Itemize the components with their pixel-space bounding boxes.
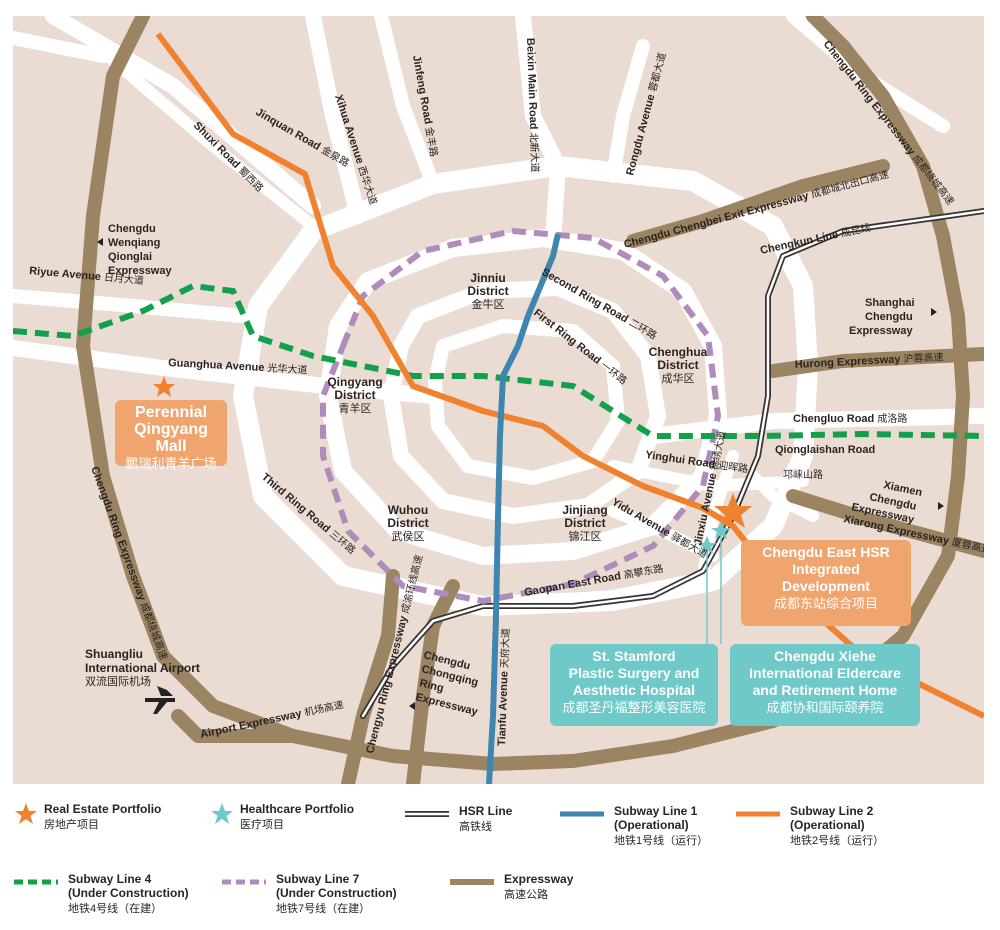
xihua-avenue [305, 16, 366, 224]
svg-text:District: District [387, 516, 428, 530]
arrow-right-icon [931, 308, 937, 316]
svg-text:锦江区: 锦江区 [569, 529, 602, 543]
line4-swatch [14, 879, 58, 885]
svg-text:Chengluo Road 成洛路: Chengluo Road 成洛路 [793, 412, 907, 425]
svg-text:Guanghua Avenue 光华大道: Guanghua Avenue 光华大道 [168, 356, 308, 376]
line7-swatch [222, 879, 266, 885]
shanghai-label: Shanghai [865, 297, 915, 309]
district-chenghua: Chenghua [649, 345, 708, 359]
subway-line-4 [13, 282, 984, 439]
road-label: Tianfu Avenue [496, 671, 511, 746]
arrow-left-icon [409, 702, 415, 710]
qionglaishan-road [747, 470, 819, 522]
map-canvas: Jinquan Road 金泉路 Shuxi Road 蜀西路 Xihua Av… [13, 16, 984, 784]
chengluo-road [645, 408, 984, 444]
legend-line1: Subway Line 1(Operational)地铁1号线（运行） [560, 804, 708, 848]
road-label: Chengluo Road [793, 413, 874, 425]
yinghui-road [607, 460, 809, 492]
city-map[interactable]: Jinquan Road 金泉路 Shuxi Road 蜀西路 Xihua Av… [13, 16, 984, 784]
hurong-expressway [766, 347, 984, 378]
svg-text:武侯区: 武侯区 [392, 529, 425, 543]
svg-text:Chengdu: Chengdu [865, 311, 913, 323]
healthcare-star-icon [211, 803, 233, 824]
svg-text:Tianfu Avenue 天府大道: Tianfu Avenue 天府大道 [495, 628, 512, 746]
district-qingyang: Qingyang [327, 375, 382, 389]
expressway-swatch [450, 879, 494, 885]
star-icon [15, 803, 37, 824]
shuxi-road [102, 50, 319, 232]
svg-text:International Airport: International Airport [85, 661, 200, 675]
svg-text:District: District [334, 388, 375, 402]
rongdu-avenue [606, 39, 650, 183]
callout-perennial-qingyang-mall[interactable]: Perennial Qingyang Mall 鹏瑞利青羊广场 [115, 400, 227, 471]
airplane-icon [145, 686, 175, 714]
subway-line-1 [486, 233, 561, 784]
callout-chengdu-xiehe-eldercare[interactable]: Chengdu Xiehe International Eldercare an… [730, 644, 920, 726]
arrow-left-icon [97, 238, 103, 246]
legend-line7: Subway Line 7(Under Construction)地铁7号线（在… [222, 872, 397, 916]
airport-expressway [171, 709, 300, 743]
svg-text:Ring: Ring [418, 677, 445, 695]
road-label: First Ring Road [531, 307, 603, 367]
healthcare-star-icon[interactable] [697, 536, 717, 554]
legend-line2: Subway Line 2(Operational)地铁2号线（运行） [736, 804, 884, 848]
svg-text:Hurong Expressway 沪蓉高速: Hurong Expressway 沪蓉高速 [794, 350, 943, 371]
svg-text:Wenqiang: Wenqiang [108, 237, 160, 249]
svg-text:青羊区: 青羊区 [339, 401, 372, 415]
jinquan-road [45, 16, 321, 214]
chengbei-exit-expressway [626, 159, 890, 248]
healthcare-star-icon[interactable] [711, 521, 731, 539]
road-label: Beixin Main Road [524, 38, 539, 130]
third-ring-road [233, 156, 818, 616]
svg-text:Chengdu: Chengdu [108, 223, 156, 235]
first-ring-road [383, 280, 666, 524]
road-label: Hurong Expressway [795, 353, 902, 371]
beixin-main-road [515, 16, 566, 249]
road-label: Qionglaishan Road [775, 444, 875, 456]
xiarong-expressway [786, 489, 984, 558]
svg-text:Chengdu Ring Expressway 成都绕城高速: Chengdu Ring Expressway 成都绕城高速 [88, 465, 170, 662]
star-icon[interactable] [714, 493, 752, 528]
road-label: Guanghua Avenue [168, 357, 265, 374]
district-jinjiang: Jinjiang [562, 503, 607, 517]
riyue-avenue [13, 289, 250, 323]
svg-text:Expressway: Expressway [108, 265, 172, 277]
district-wuhou: Wuhou [388, 503, 428, 517]
svg-text:Qionglai: Qionglai [108, 251, 152, 263]
svg-text:金牛区: 金牛区 [472, 297, 505, 311]
star-icon[interactable] [153, 376, 175, 397]
callout-st-stamford-hospital[interactable]: St. Stamford Plastic Surgery and Aesthet… [550, 644, 718, 726]
chengyu-ring-expressway [341, 569, 400, 784]
legend-line4: Subway Line 4(Under Construction)地铁4号线（在… [14, 872, 189, 916]
svg-text:成华区: 成华区 [662, 371, 695, 385]
callout-chengdu-east-hsr[interactable]: Chengdu East HSR Integrated Development … [741, 540, 911, 626]
svg-text:District: District [467, 284, 508, 298]
svg-text:邛崃山路: 邛崃山路 [783, 468, 823, 481]
arrow-right-icon [938, 502, 944, 510]
line1-swatch [560, 811, 604, 817]
jinfeng-road [374, 16, 440, 191]
svg-text:双流国际机场: 双流国际机场 [85, 674, 151, 688]
wenqiang-label: Chengdu [108, 223, 156, 235]
svg-text:Beixin Main Road 北新大道: Beixin Main Road 北新大道 [524, 38, 542, 173]
svg-text:District: District [564, 516, 605, 530]
hsr-line-swatch [405, 811, 449, 817]
svg-text:Expressway: Expressway [849, 325, 913, 337]
airport-label: Shuangliu [85, 647, 143, 661]
svg-text:Qionglaishan Road: Qionglaishan Road [775, 444, 875, 456]
road-label: Jinquan Road [254, 106, 323, 153]
road-label: Chengdu Ring Expressway [88, 465, 148, 603]
road-label: 邛崃山路 [783, 468, 823, 481]
svg-text:District: District [657, 358, 698, 372]
yidu-avenue [607, 505, 719, 562]
district-jinniu: Jinniu [470, 271, 505, 285]
chengdu-ring-expressway-west [76, 16, 970, 771]
line2-swatch [736, 811, 780, 817]
